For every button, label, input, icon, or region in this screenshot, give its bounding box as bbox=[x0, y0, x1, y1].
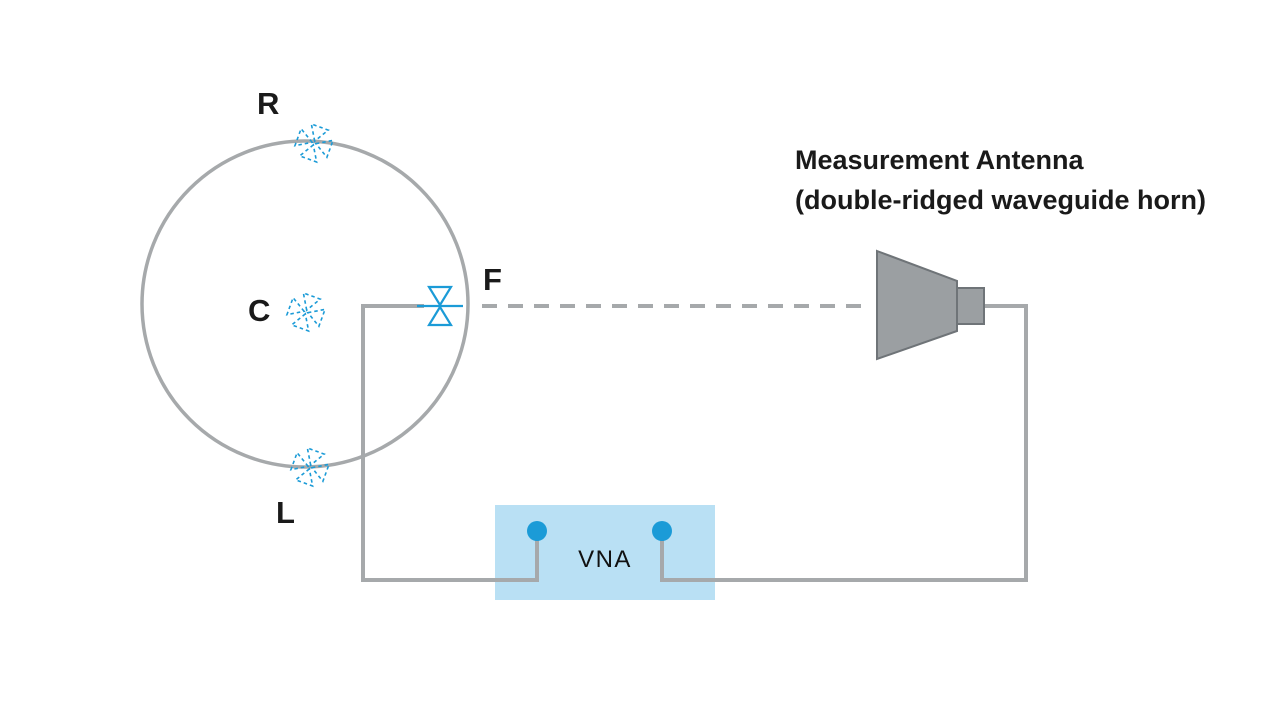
cable-left bbox=[361, 304, 539, 582]
vna-box bbox=[495, 505, 715, 600]
vna-port-left bbox=[527, 521, 547, 541]
position-label-f: F bbox=[483, 262, 502, 297]
feed-antenna-f-icon bbox=[417, 285, 463, 327]
horn-antenna bbox=[876, 249, 985, 361]
measurement-antenna-label-line1: Measurement Antenna bbox=[795, 145, 1084, 175]
horn-waveguide-port bbox=[955, 287, 985, 325]
vna-label: VNA bbox=[578, 545, 632, 573]
position-label-r: R bbox=[257, 86, 280, 121]
measurement-antenna-label-line2: (double-ridged waveguide horn) bbox=[795, 185, 1206, 215]
antenna-position-c-icon bbox=[283, 289, 329, 335]
position-label-l: L bbox=[276, 495, 295, 530]
vna-port-right bbox=[652, 521, 672, 541]
rotation-circle bbox=[140, 139, 470, 469]
horn-body bbox=[876, 249, 958, 361]
cable-right bbox=[660, 304, 1028, 582]
measurement-antenna-label: Measurement Antenna (double-ridged waveg… bbox=[795, 140, 1206, 220]
position-label-c: C bbox=[248, 293, 271, 328]
